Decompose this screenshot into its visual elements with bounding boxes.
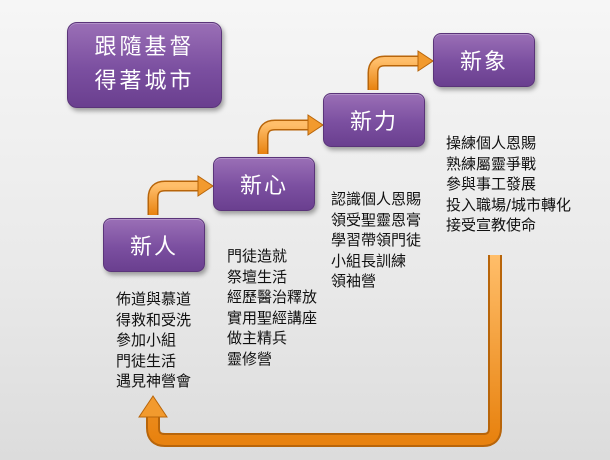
list-item: 經歷醫治釋放 [227,288,318,306]
list-item: 門徒造就 [227,247,288,265]
stage-box-xinxiang: 新象 [433,33,535,87]
title-box: 跟隨基督 得著城市 [67,22,222,108]
stage-box-xinli: 新力 [323,93,425,147]
list-item: 參與事工發展 [446,175,537,193]
title-line-2: 得著城市 [94,69,195,94]
stage-box-xinxin: 新心 [213,157,315,211]
list-item: 靈修營 [227,349,273,368]
stair-arrow-2 [257,114,324,154]
list-item: 認識個人恩賜 [331,190,422,208]
stage-list-xinxiang: 操練個人恩賜 熟練屬靈爭戰 參與事工發展 投入職場/城市轉化 接受宣教使命 [446,133,571,236]
stage-list-xinxin: 門徒造就 祭壇生活 經歷醫治釋放 實用聖經講座 做主精兵 靈修營 [227,246,317,369]
list-item: 遇見神營會 [116,372,192,390]
stage-list-xinren: 佈道與慕道 得救和受洗 參加小組 門徒生活 遇見神營會 [116,289,191,392]
list-item: 門徒生活 [116,351,177,370]
title-line-1: 跟隨基督 [94,35,195,60]
stair-arrow-3 [367,50,434,90]
list-item: 做主精兵 [227,329,288,347]
list-item: 領袖營 [331,272,377,290]
list-item: 投入職場/城市轉化 [446,195,572,214]
list-item: 領受聖靈恩膏 [331,210,422,229]
loop-back-arrow [138,255,502,447]
stage-list-xinli: 認識個人恩賜 領受聖靈恩膏 學習帶領門徒 小組長訓練 領袖營 [331,189,421,292]
list-item: 實用聖經講座 [227,308,318,327]
stage-box-xinren: 新人 [103,218,205,272]
list-item: 操練個人恩賜 [446,134,537,152]
stair-arrow-1 [147,175,214,215]
list-item: 學習帶領門徒 [331,231,422,249]
list-item: 得救和受洗 [116,310,192,329]
list-item: 小組長訓練 [331,251,407,270]
list-item: 佈道與慕道 [116,290,192,308]
list-item: 熟練屬靈爭戰 [446,154,537,173]
list-item: 祭壇生活 [227,267,288,286]
list-item: 接受宣教使命 [446,216,537,234]
list-item: 參加小組 [116,331,177,349]
